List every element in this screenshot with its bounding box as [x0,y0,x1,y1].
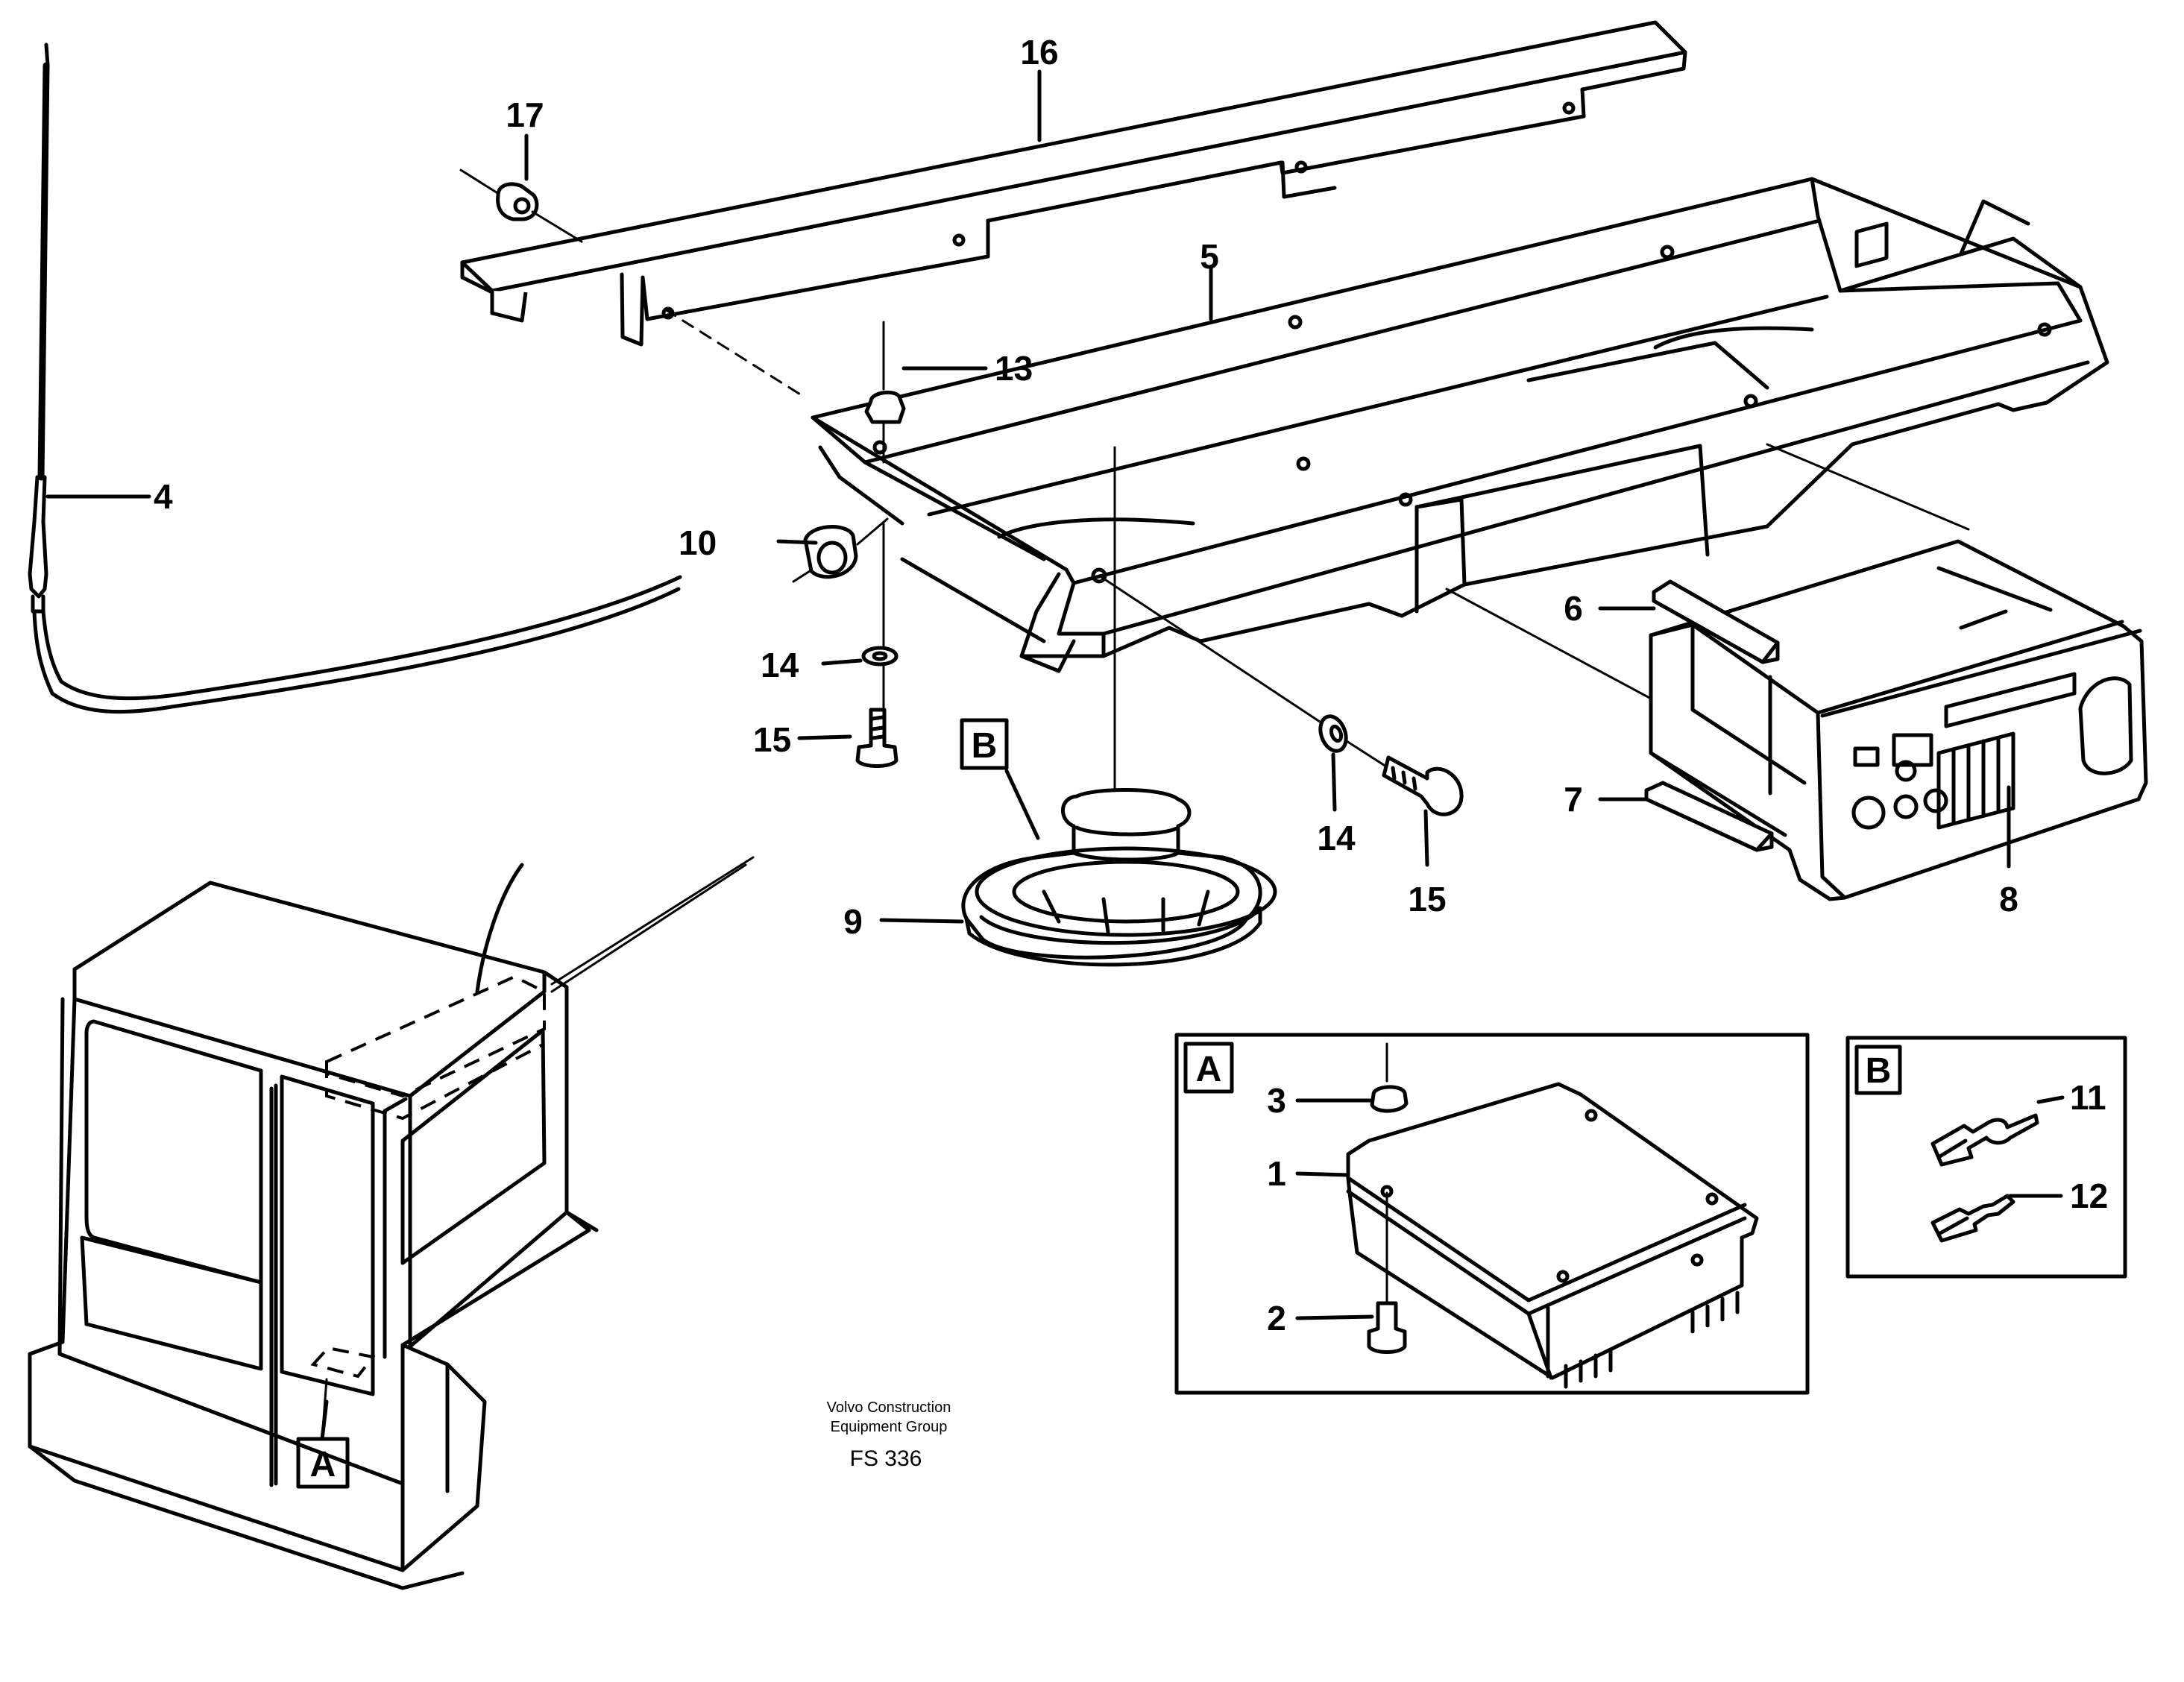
callout-6: 6 [1564,589,1583,628]
footer-figure-code: FS 336 [850,1446,922,1471]
amplifier-module [1346,1042,1759,1389]
callout-15-right: 15 [1408,880,1446,919]
callout-2: 2 [1267,1299,1286,1338]
footer-company-line2: Equipment Group [831,1419,948,1435]
callout-5: 5 [1200,237,1219,276]
detail-a-title: A [1196,1050,1222,1089]
speaker [961,446,1277,967]
reference-box-b: B [960,718,1009,770]
top-cover-strip [460,20,1687,398]
leader-lines [45,69,2065,1441]
footer-company-line1: Volvo Construction [827,1399,951,1416]
radio-unit [1445,221,2148,901]
reference-box-b-label: B [972,726,998,766]
callout-17: 17 [506,95,544,134]
callout-9: 9 [843,902,863,941]
callout-13: 13 [995,349,1033,388]
cab [28,856,755,1590]
mounting-strips [1644,579,1780,852]
connector-11 [1930,1113,2039,1167]
reference-box-a-cab: A [296,1437,350,1489]
callout-12: 12 [2070,1177,2108,1215]
right-fasteners [1098,574,1464,816]
detail-a-frame [1174,1033,1810,1395]
callout-3: 3 [1267,1081,1286,1120]
grommet-10 [792,517,889,583]
callout-1: 1 [1267,1154,1286,1193]
callout-4: 4 [154,477,173,516]
callout-14-right: 14 [1317,819,1356,857]
callout-8: 8 [1999,880,2018,919]
callout-10: 10 [679,523,717,562]
callout-11: 11 [2070,1078,2106,1117]
callout-15-left: 15 [753,720,791,759]
connector-12 [1930,1194,2015,1243]
callout-14-left: 14 [761,646,799,684]
reference-box-a-cab-label: A [310,1445,336,1484]
detail-b-frame [1845,1036,2127,1279]
radio-console [811,177,2109,673]
callout-7: 7 [1564,780,1583,819]
detail-b-title: B [1866,1051,1892,1091]
nut-17 [459,168,583,243]
antenna [28,42,682,714]
left-fasteners [855,321,906,768]
callout-16: 16 [1020,33,1058,72]
